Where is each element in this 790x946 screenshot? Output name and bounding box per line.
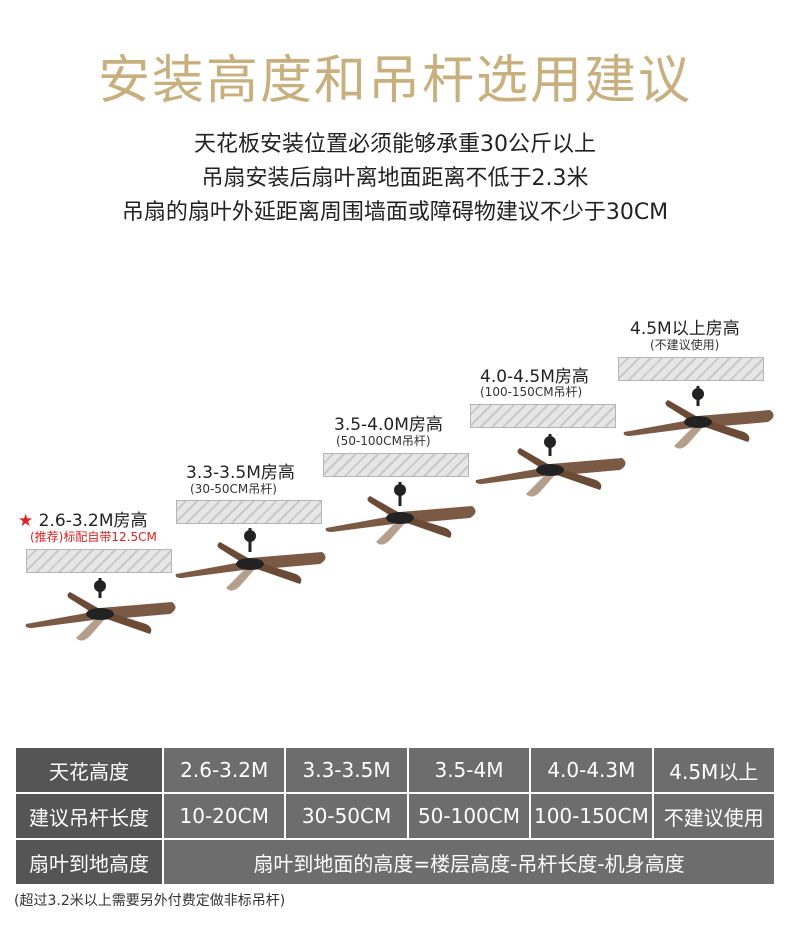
table-cell: 不建议使用 [651,792,777,840]
ceiling-fan-icon [25,578,176,641]
ceiling-fan-icon [175,528,326,591]
ceiling-block-3 [323,453,469,477]
level-1-note: (推荐)标配自带12.5CM [30,530,157,544]
formula-cell: 扇叶到地面的高度=楼层高度-吊杆长度-机身高度 [162,838,776,886]
level-2-note: (30-50CM吊杆) [190,482,277,496]
row-header: 建议吊杆长度 [14,792,164,840]
level-4-label: 4.0-4.5M房高 [480,367,589,387]
spec-table: 天花高度 2.6-3.2M 3.3-3.5M 3.5-4M 4.0-4.3M 4… [14,746,777,886]
ceiling-block-2 [176,500,322,524]
ceiling-block-1 [26,549,172,573]
page-title: 安装高度和吊杆选用建议 [97,51,692,111]
level-3-label: 3.5-4.0M房高 [334,415,443,435]
ceiling-fan-icon [475,434,626,497]
requirements: 天花板安装位置必须能够承重30公斤以上 吊扇安装后扇叶离地面距离不低于2.3米 … [0,128,790,230]
requirement-3: 吊扇的扇叶外延距离周围墙面或障碍物建议不少于30CM [121,200,669,225]
table-cell: 100-150CM [529,792,654,840]
requirement-2: 吊扇安装后扇叶离地面距离不低于2.3米 [201,166,589,191]
table-row: 扇叶到地高度 扇叶到地面的高度=楼层高度-吊杆长度-机身高度 [14,838,776,886]
level-5-note: (不建议使用) [650,338,720,352]
table-cell: 10-20CM [161,792,287,840]
requirement-1: 天花板安装位置必须能够承重30公斤以上 [194,132,596,157]
ceiling-block-5 [618,357,764,381]
table-cell: 4.5M以上 [651,746,777,794]
table-cell: 4.0-4.3M [529,746,654,794]
table-cell: 50-100CM [406,792,532,840]
row-header: 扇叶到地高度 [14,838,164,886]
table-cell: 3.5-4M [406,746,532,794]
ceiling-fan-icon [623,386,774,449]
level-1-label: ★ 2.6-3.2M房高 [18,511,148,531]
table-row: 天花高度 2.6-3.2M 3.3-3.5M 3.5-4M 4.0-4.3M 4… [14,746,777,794]
ceiling-fan-icon [325,482,476,545]
level-3-note: (50-100CM吊杆) [336,434,431,448]
footnote: (超过3.2米以上需要另外付费定做非标吊杆) [14,893,286,909]
level-5-label: 4.5M以上房高 [630,319,740,339]
row-header: 天花高度 [14,746,164,794]
table-row: 建议吊杆长度 10-20CM 30-50CM 50-100CM 100-150C… [14,792,777,840]
star-icon: ★ [18,511,34,531]
ceiling-block-4 [470,404,616,428]
level-2-label: 3.3-3.5M房高 [186,463,295,483]
table-cell: 30-50CM [284,792,409,840]
table-cell: 2.6-3.2M [161,746,287,794]
level-4-note: (100-150CM吊杆) [480,385,583,399]
table-cell: 3.3-3.5M [284,746,409,794]
